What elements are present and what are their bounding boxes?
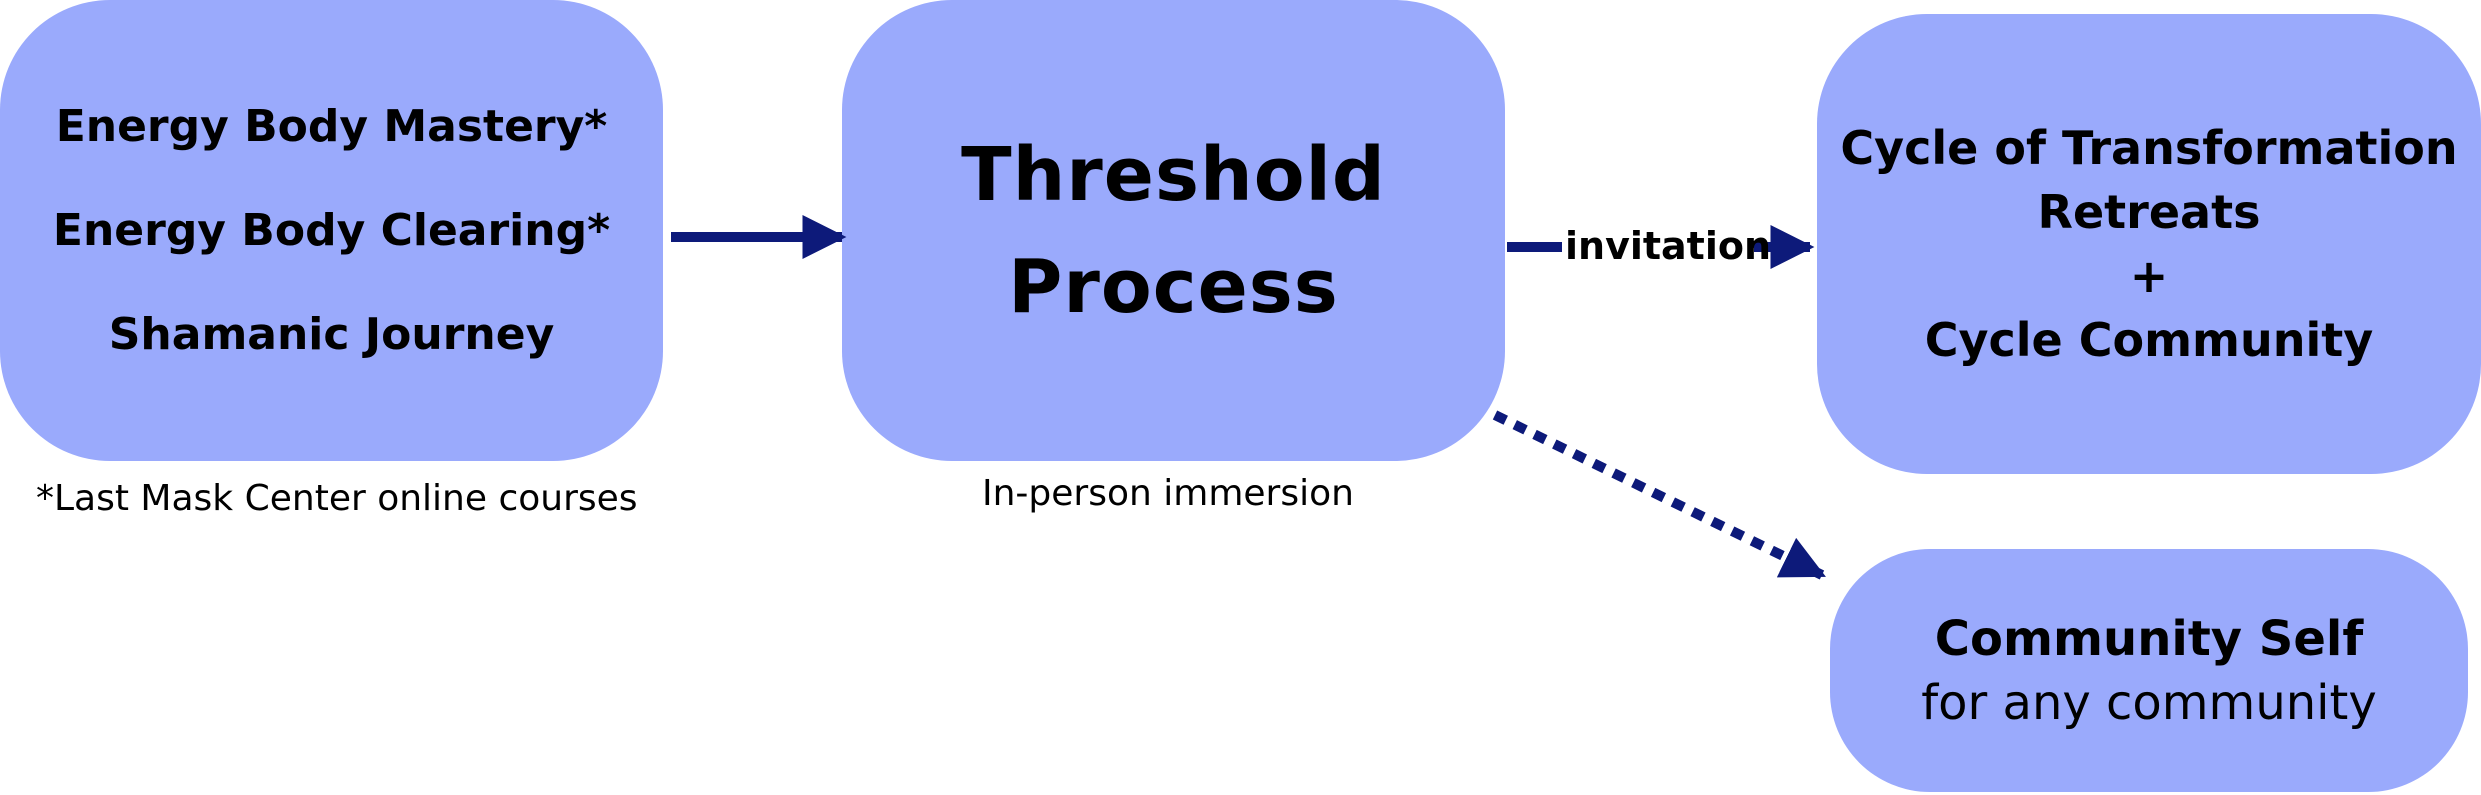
cycle-line-4: Cycle Community bbox=[1924, 313, 2374, 367]
course-energy-body-mastery: Energy Body Mastery* bbox=[55, 100, 608, 152]
threshold-title: Threshold Process bbox=[961, 131, 1386, 330]
cycle-node: Cycle of Transformation Retreats + Cycle… bbox=[1817, 14, 2481, 474]
course-shamanic-journey: Shamanic Journey bbox=[108, 308, 555, 360]
community-node: Community Self for any community bbox=[1830, 549, 2468, 792]
courses-caption: *Last Mask Center online courses bbox=[36, 478, 638, 519]
course-energy-body-clearing: Energy Body Clearing* bbox=[52, 204, 611, 256]
cycle-line-plus: + bbox=[2129, 249, 2169, 303]
threshold-node: Threshold Process bbox=[842, 0, 1505, 461]
cycle-line-1: Cycle of Transformation bbox=[1840, 121, 2458, 175]
community-subtitle: for any community bbox=[1921, 674, 2377, 731]
dotted-arrow-threshold-to-community bbox=[1492, 410, 1826, 580]
invitation-label: invitation bbox=[1565, 224, 1772, 268]
courses-node: Energy Body Mastery* Energy Body Clearin… bbox=[0, 0, 663, 461]
cycle-line-2: Retreats bbox=[2037, 185, 2261, 239]
threshold-caption: In-person immersion bbox=[982, 473, 1354, 514]
community-title: Community Self bbox=[1934, 610, 2364, 667]
